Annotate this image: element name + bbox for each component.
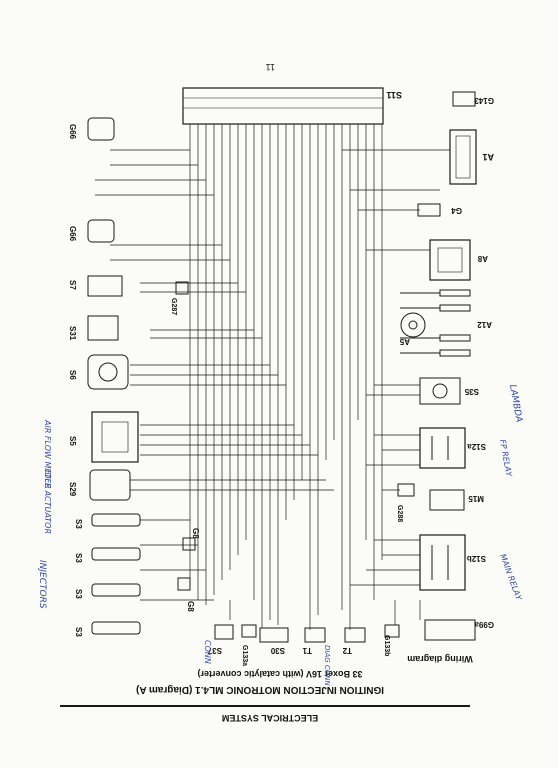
label-g288: G288: [396, 505, 403, 522]
annotation-diag: DIAG CONN: [323, 645, 331, 687]
label-g4: G4: [451, 206, 462, 215]
component-g8-lower: G8: [177, 577, 195, 612]
annotation-fp-relay: FP RELAY: [498, 439, 514, 478]
label-a5: A5: [399, 337, 410, 346]
label-s3-2: S3: [74, 553, 83, 563]
component-g287: G287: [170, 281, 189, 315]
label-s6: S6: [68, 370, 77, 380]
label-s7: S7: [68, 280, 77, 290]
component-t1: T1: [302, 627, 326, 655]
label-s12b: S12b: [467, 554, 486, 563]
component-s29: S29: [68, 469, 131, 501]
component-m15: M15: [429, 489, 484, 511]
component-g133a: G133a: [241, 624, 257, 666]
section-header: ELECTRICAL SYSTEM: [222, 713, 318, 723]
label-s37: S37: [207, 646, 222, 655]
document-subtitle: 33 Boxer 16V (with catalytic converter): [197, 669, 362, 679]
annotation-conn: CONN: [203, 640, 212, 664]
label-a8: A8: [477, 254, 488, 263]
component-g99a: G99a: [424, 619, 494, 641]
injector-3: S3: [74, 583, 141, 599]
annotation-air-flow: AIR FLOW METER: [43, 419, 52, 489]
harness-lines: [95, 124, 450, 630]
annotation-injectors: INJECTORS: [37, 560, 47, 609]
injector-1: S3: [74, 513, 141, 529]
label-s35: S35: [464, 387, 479, 396]
component-a12-spark-plugs: A12: [400, 289, 492, 357]
component-s12b: S12b: [419, 534, 486, 591]
component-a8: A8: [429, 239, 488, 281]
component-s35: S35: [419, 377, 479, 405]
label-g8-upper: G8: [191, 528, 200, 539]
component-g8-upper: G8: [182, 528, 200, 551]
label-g66-lower: G66: [68, 226, 77, 242]
label-s5: S5: [68, 436, 77, 446]
label-g287: G287: [170, 298, 177, 315]
label-s31: S31: [68, 326, 77, 341]
component-g66-upper: G66: [68, 117, 115, 141]
component-s7: S7: [68, 275, 123, 297]
label-s3-3: S3: [74, 589, 83, 599]
label-g8-lower: G8: [186, 601, 195, 612]
ecu-connector-s11: S11: [182, 87, 402, 125]
label-s3-1: S3: [74, 519, 83, 529]
injector-4: S3: [74, 621, 141, 637]
component-s12a: S12a: [419, 427, 486, 469]
component-a5: A5: [399, 312, 426, 346]
component-s31: S31: [68, 315, 119, 341]
component-g4: G4: [417, 203, 462, 217]
document-title: IGNITION INJECTION MOTRONIC ML4.1 (Diagr…: [136, 684, 384, 695]
component-g133b: G133b: [383, 624, 400, 656]
component-g143: G143: [452, 91, 494, 107]
component-s30: S30: [259, 627, 289, 655]
title-block: ELECTRICAL SYSTEM IGNITION INJECTION MOT…: [60, 654, 473, 723]
component-a1: A1: [449, 129, 494, 185]
component-t2: T2: [342, 627, 366, 655]
component-g288: G288: [396, 483, 415, 522]
component-g66-lower: G66: [68, 219, 115, 243]
component-s6: S6: [68, 354, 129, 390]
label-g66-upper: G66: [68, 124, 77, 140]
wiring-diagram-caption: Wiring diagram: [407, 654, 472, 664]
page-number: 11: [266, 62, 275, 72]
label-s3-4: S3: [74, 627, 83, 637]
label-s11: S11: [386, 90, 402, 100]
label-s12a: S12a: [467, 442, 486, 451]
label-s29: S29: [68, 482, 77, 497]
label-g99a: G99a: [474, 620, 494, 629]
injector-2: S3: [74, 547, 141, 563]
label-t2: T2: [342, 646, 352, 655]
label-m15: M15: [468, 494, 484, 503]
component-s37: S37: [207, 624, 234, 655]
label-t1: T1: [302, 646, 312, 655]
annotation-idle: IDLE ACTUATOR: [43, 470, 52, 534]
annotation-main-relay: MAIN RELAY: [498, 553, 523, 603]
label-a1: A1: [482, 152, 494, 162]
label-g133a: G133a: [241, 645, 248, 666]
label-s30: S30: [270, 646, 285, 655]
annotation-lambda: LAMBDA: [507, 384, 523, 423]
label-a12: A12: [477, 320, 492, 329]
label-g133b: G133b: [383, 635, 390, 656]
label-g143: G143: [474, 96, 494, 105]
component-s5: S5: [68, 411, 139, 463]
